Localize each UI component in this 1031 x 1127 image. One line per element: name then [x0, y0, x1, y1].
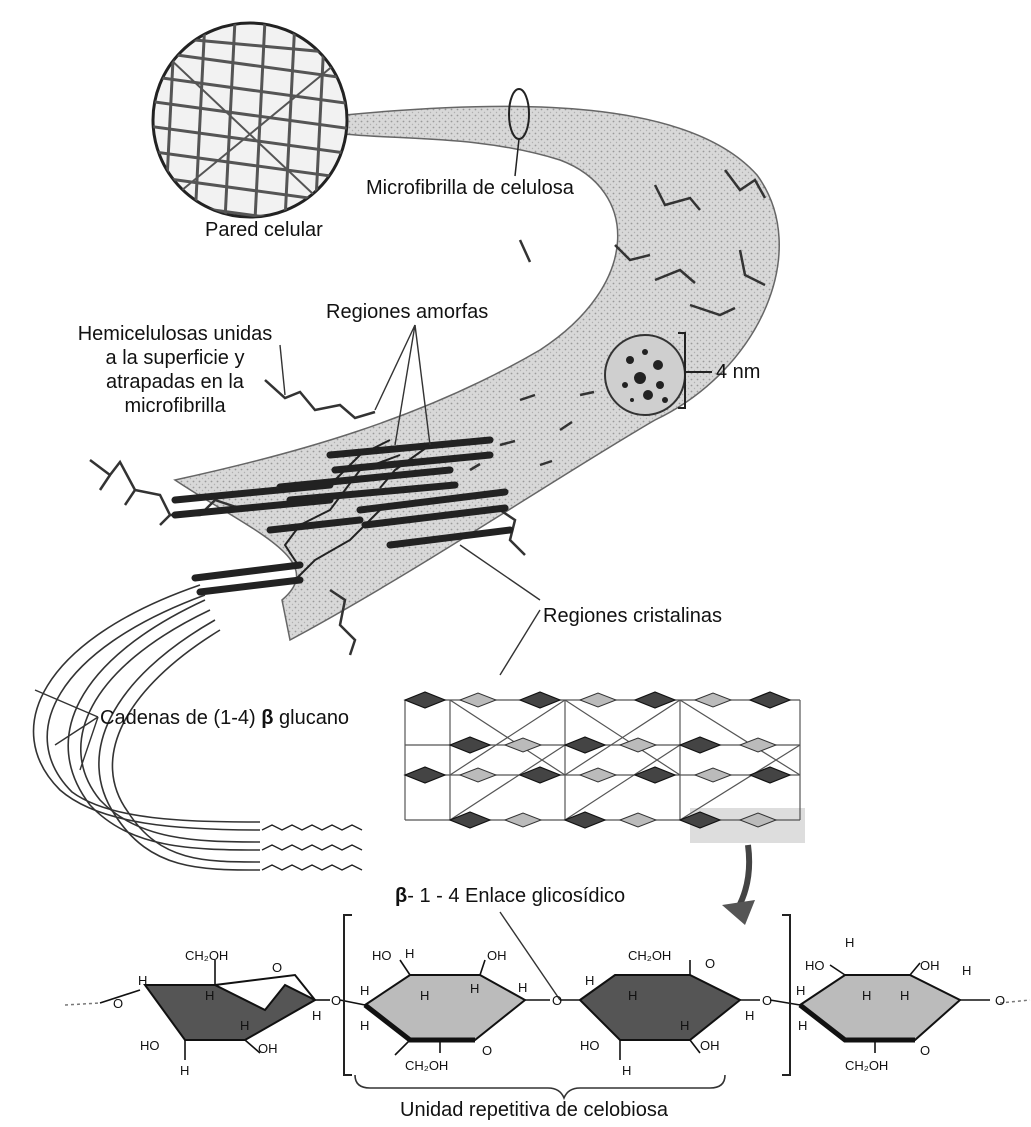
h-label: H	[240, 1018, 249, 1033]
label-regiones-cristalinas: Regiones cristalinas	[543, 604, 722, 628]
oh-label: OH	[487, 948, 507, 963]
h-label: H	[962, 963, 971, 978]
h-label: H	[585, 973, 594, 988]
cadenas-prefix: Cadenas de (1-4)	[100, 707, 256, 729]
enlace-beta: β	[395, 885, 407, 907]
oh-label: OH	[920, 958, 940, 973]
oh-label: OH	[700, 1038, 720, 1053]
h-label: H	[420, 988, 429, 1003]
label-diametro: 4 nm	[716, 360, 760, 384]
ch2oh-label: CH₂OH	[185, 948, 228, 963]
ch2oh-label: CH₂OH	[405, 1058, 448, 1073]
h-label: H	[138, 973, 147, 988]
h-label: H	[405, 946, 414, 961]
h-label: H	[518, 980, 527, 995]
o-label: O	[482, 1043, 492, 1058]
h-label: H	[798, 1018, 807, 1033]
h-label: H	[360, 983, 369, 998]
ho-label: HO	[140, 1038, 160, 1053]
h-label: H	[312, 1008, 321, 1023]
hemicelulosas-line-2: a la superficie y	[30, 346, 320, 370]
ch2oh-label: CH₂OH	[845, 1058, 888, 1073]
hemicelulosas-line-4: microfibrilla	[30, 394, 320, 418]
h-label: H	[205, 988, 214, 1003]
h-label: H	[900, 988, 909, 1003]
ho-label: HO	[372, 948, 392, 963]
h-label: H	[680, 1018, 689, 1033]
label-hemicelulosas: Hemicelulosas unidas a la superficie y a…	[30, 322, 320, 418]
h-label: H	[180, 1063, 189, 1078]
label-cadenas-glucano: Cadenas de (1-4) β glucano	[100, 706, 349, 730]
o-label: O	[331, 993, 341, 1008]
ho-label: HO	[580, 1038, 600, 1053]
hemicelulosas-line-3: atrapadas en la	[30, 370, 320, 394]
label-microfibrilla: Microfibrilla de celulosa	[366, 176, 574, 200]
hemicelulosas-line-1: Hemicelulosas unidas	[30, 322, 320, 346]
h-label: H	[745, 1008, 754, 1023]
enlace-text: 1 - 4 Enlace glicosídico	[419, 885, 625, 907]
h-label: H	[360, 1018, 369, 1033]
o-label: O	[995, 993, 1005, 1008]
ch2oh-label: CH₂OH	[628, 948, 671, 963]
h-label: H	[470, 981, 479, 996]
o-label: O	[272, 960, 282, 975]
cadenas-suffix: glucano	[279, 707, 349, 729]
h-label: H	[862, 988, 871, 1003]
cadenas-beta: β	[261, 707, 273, 729]
label-unidad-repetitiva: Unidad repetitiva de celobiosa	[400, 1098, 668, 1122]
o-label: O	[762, 993, 772, 1008]
h-label: H	[628, 988, 637, 1003]
label-enlace-glicosidico: β- 1 - 4 Enlace glicosídico	[395, 884, 625, 908]
h-label: H	[796, 983, 805, 998]
h-label: H	[845, 935, 854, 950]
h-label: H	[622, 1063, 631, 1078]
o-label: O	[920, 1043, 930, 1058]
o-label: O	[705, 956, 715, 971]
label-pared-celular: Pared celular	[205, 218, 323, 242]
label-regiones-amorfas: Regiones amorfas	[326, 300, 488, 324]
o-label: O	[113, 996, 123, 1011]
o-label: O	[552, 993, 562, 1008]
oh-label: OH	[258, 1041, 278, 1056]
ho-label: HO	[805, 958, 825, 973]
